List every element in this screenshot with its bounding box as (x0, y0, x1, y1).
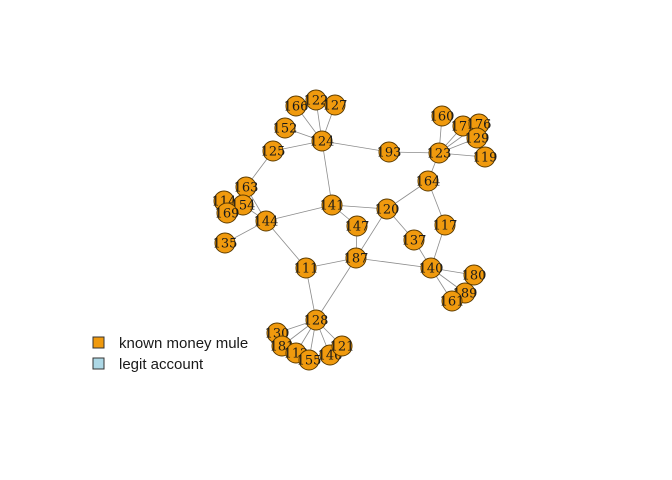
node-label: 187 (344, 252, 369, 267)
node-label: 164 (416, 175, 441, 190)
node-117: 117 (433, 214, 458, 236)
node-label: 111 (294, 262, 319, 277)
node-124: 124 (310, 130, 335, 152)
node-circle (324, 94, 346, 116)
legend-swatch-legit-account (92, 357, 105, 370)
node-circle (216, 202, 238, 224)
node-122: 122 (304, 89, 329, 111)
node-label: 152 (273, 122, 298, 137)
node-137: 137 (402, 229, 427, 251)
node-circle (285, 95, 307, 117)
legend-label-legit-account: legit account (119, 356, 204, 373)
node-147: 147 (345, 215, 370, 237)
legend-label-known-money-mule: known money mule (119, 335, 248, 352)
node-circle (417, 170, 439, 192)
legend-swatch-known-money-mule (92, 336, 105, 349)
node-label: 120 (375, 203, 400, 218)
edge-124-141 (321, 140, 333, 206)
node-circle (311, 130, 333, 152)
node-label: 117 (433, 219, 458, 234)
node-111: 111 (294, 257, 319, 279)
node-127: 127 (323, 94, 348, 116)
node-label: 121 (330, 340, 355, 355)
node-161: 161 (440, 290, 465, 312)
node-circle (298, 349, 320, 371)
node-128: 128 (304, 309, 329, 331)
node-129: 129 (465, 127, 490, 149)
node-circle (420, 257, 442, 279)
node-121: 121 (330, 335, 355, 357)
node-label: 122 (304, 94, 329, 109)
node-circle (346, 215, 368, 237)
node-152: 152 (273, 117, 298, 139)
node-160: 160 (430, 105, 455, 127)
node-circle (376, 198, 398, 220)
node-label: 141 (320, 199, 345, 214)
legend: known money mule legit account (92, 335, 248, 373)
node-label: 125 (261, 145, 286, 160)
node-180: 180 (462, 264, 487, 286)
node-label: 160 (430, 110, 455, 125)
node-label: 155 (297, 354, 322, 369)
node-144: 144 (254, 210, 279, 232)
node-circle (331, 335, 353, 357)
node-label: 147 (345, 220, 370, 235)
node-circle (431, 105, 453, 127)
node-label: 137 (402, 234, 427, 249)
node-169: 169 (215, 202, 240, 224)
edge-187-128 (315, 257, 357, 321)
node-circle (474, 146, 496, 168)
node-label: 135 (213, 237, 238, 252)
node-label: 129 (465, 132, 490, 147)
node-circle (305, 309, 327, 331)
node-187: 187 (344, 247, 369, 269)
node-140: 140 (419, 257, 444, 279)
node-circle (295, 257, 317, 279)
node-123: 123 (427, 142, 452, 164)
node-label: 124 (310, 135, 335, 150)
node-155: 155 (297, 349, 322, 371)
node-circle (274, 117, 296, 139)
node-label: 128 (304, 314, 329, 329)
node-166: 166 (284, 95, 309, 117)
node-circle (466, 127, 488, 149)
node-circle (441, 290, 463, 312)
node-120: 120 (375, 198, 400, 220)
edge-124-193 (321, 140, 390, 153)
node-circle (434, 214, 456, 236)
node-125: 125 (261, 140, 286, 162)
node-label: 144 (254, 215, 279, 230)
node-label: 166 (284, 100, 309, 115)
edge-144-141 (265, 204, 333, 222)
node-label: 140 (419, 262, 444, 277)
node-circle (378, 141, 400, 163)
node-163: 163 (234, 176, 259, 198)
node-135: 135 (213, 232, 238, 254)
node-label: 127 (323, 99, 348, 114)
node-label: 123 (427, 147, 452, 162)
node-label: 193 (377, 146, 402, 161)
edge-187-140 (355, 257, 432, 269)
node-label: 180 (462, 269, 487, 284)
node-circle (345, 247, 367, 269)
node-circle (214, 232, 236, 254)
node-label: 119 (473, 151, 498, 166)
node-circle (403, 229, 425, 251)
node-circle (255, 210, 277, 232)
node-circle (463, 264, 485, 286)
node-164: 164 (416, 170, 441, 192)
node-141: 141 (320, 194, 345, 216)
node-circle (321, 194, 343, 216)
node-193: 193 (377, 141, 402, 163)
node-119: 119 (473, 146, 498, 168)
node-label: 161 (440, 295, 465, 310)
node-circle (428, 142, 450, 164)
node-label: 169 (215, 207, 240, 222)
node-label: 163 (234, 181, 259, 196)
node-circle (262, 140, 284, 162)
